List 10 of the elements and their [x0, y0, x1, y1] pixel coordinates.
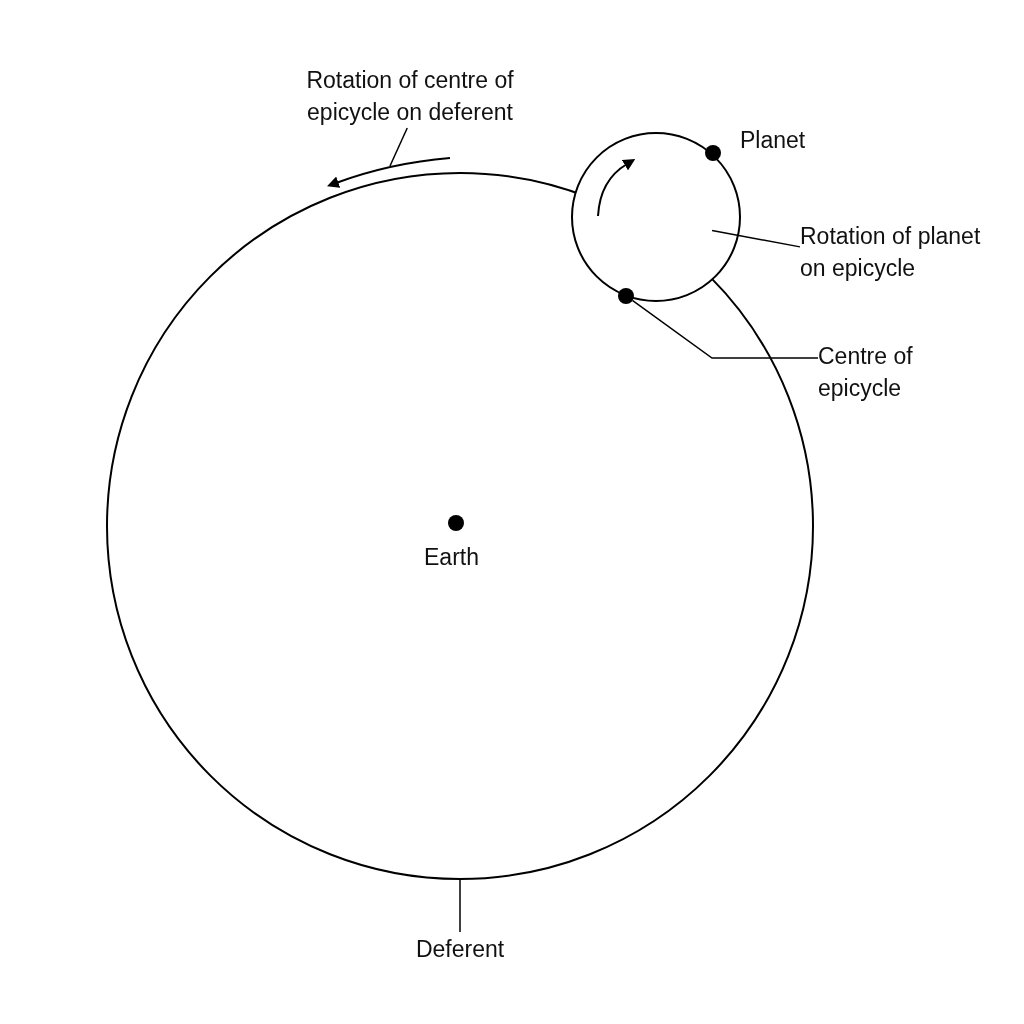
annotation-text: Rotation of centre of epicycle on deferent: [305, 66, 515, 127]
leader-line: [631, 299, 819, 359]
planet-label: Planet: [740, 126, 806, 155]
earth-label: Earth: [424, 543, 479, 572]
leader-line: [459, 879, 461, 933]
annotation-text: Centre of epicycle: [818, 342, 914, 403]
leader-line: [711, 229, 801, 248]
annotation-text: Rotation of planet on epicycle: [800, 222, 982, 283]
annotation-text: Deferent: [415, 935, 505, 964]
leader-line: [389, 127, 408, 167]
